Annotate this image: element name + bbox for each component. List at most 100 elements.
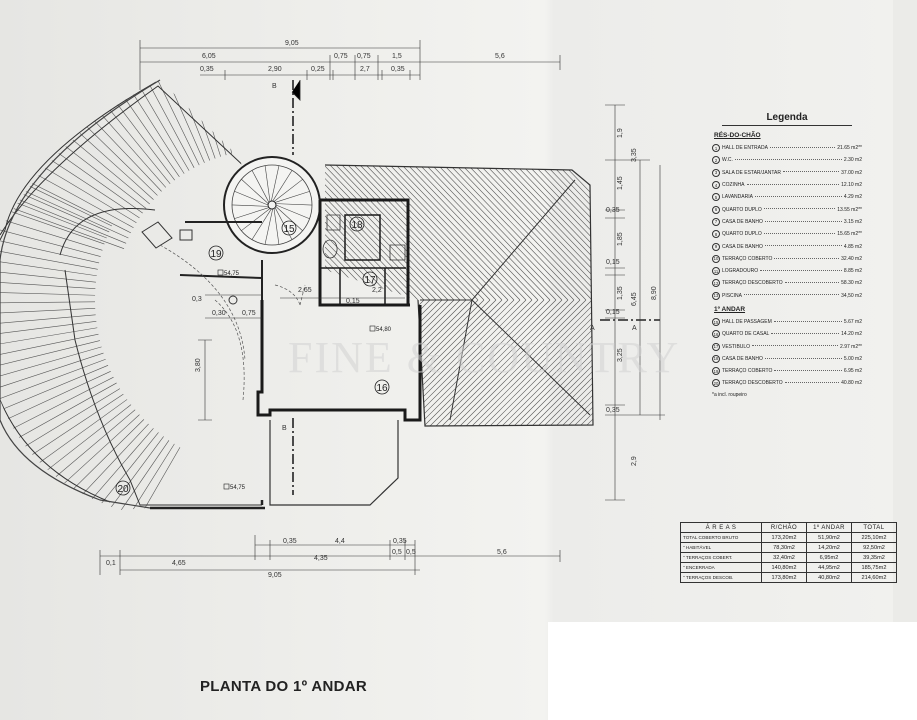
legend-leader-dots — [784, 382, 840, 384]
door-swings — [159, 244, 306, 401]
legend-item-area: 3.15 m2 — [843, 218, 862, 225]
west-terrace-edge — [0, 81, 262, 506]
areas-cell: 225,10m2 — [851, 532, 897, 543]
level-markers: 54,75 54,80 54,75 — [217, 269, 392, 491]
watermark: FINE & COUNTRY — [288, 333, 681, 382]
svg-text:20: 20 — [117, 484, 129, 495]
svg-text:0,15: 0,15 — [606, 259, 620, 266]
svg-text:0,30: 0,30 — [212, 310, 226, 317]
svg-text:5,6: 5,6 — [495, 53, 505, 60]
legend-item-name: CASA DE BANHO — [722, 355, 763, 362]
legend-item-number: 11 — [712, 267, 720, 276]
areas-cell: 78,30m2 — [761, 542, 807, 553]
svg-text:0,35: 0,35 — [606, 207, 620, 214]
room-numbers: 15 16 17 18 19 20 — [115, 216, 390, 496]
svg-text:8,90: 8,90 — [651, 286, 658, 300]
legend-item-number: 2 — [712, 156, 720, 165]
legend-item-name: HALL DE PASSAGEM — [722, 319, 772, 325]
legend-item-name: LOGRADOURO — [722, 268, 759, 275]
legend-item-area: 8.85 m2 — [843, 268, 862, 275]
areas-cell: 44,95m2 — [806, 562, 852, 573]
svg-text:15: 15 — [283, 224, 295, 235]
kitchen-corner — [141, 221, 193, 249]
legend-title: Legenda — [722, 112, 852, 126]
legend-item-name: SALA DE ESTAR/JANTAR — [722, 169, 781, 176]
svg-text:1,85: 1,85 — [617, 232, 624, 246]
svg-text:0,75: 0,75 — [242, 310, 256, 317]
areas-cell: " ENCERRADA — [680, 562, 762, 573]
svg-text:0,15: 0,15 — [346, 298, 360, 305]
svg-text:16: 16 — [376, 383, 388, 394]
legend-item-area: 2.30 m2 — [843, 157, 862, 164]
legend-leader-dots — [764, 220, 842, 222]
legend-leader-dots — [754, 196, 842, 198]
right-dimension-lines — [605, 104, 665, 501]
legend-leader-dots — [774, 257, 840, 259]
legend-item-number: 18 — [712, 354, 720, 363]
areas-header-cell: Á R E A S — [680, 522, 762, 533]
bottom-dimension-labels: 0,35 4,4 0,35 0,1 4,65 4,35 0,5 0,5 5,6 … — [106, 538, 507, 579]
room-20: 20 — [115, 480, 131, 496]
legend-leader-dots — [784, 282, 840, 284]
lower-terrace-outline — [269, 420, 399, 506]
svg-text:54,75: 54,75 — [230, 485, 246, 491]
section-mark-a: A — [590, 325, 595, 332]
room-15: 15 — [281, 220, 297, 236]
svg-text:5,6: 5,6 — [497, 549, 507, 556]
areas-cell: 173,80m2 — [761, 572, 807, 583]
interior-dimension-labels: 2,65 0,15 2,2 0,3 0,30 0,75 3,80 — [192, 287, 382, 372]
svg-text:2,90: 2,90 — [268, 66, 282, 73]
svg-text:0,35: 0,35 — [200, 66, 214, 73]
legend-item-name: QUARTO DUPLO — [722, 206, 762, 213]
svg-text:4,65: 4,65 — [172, 560, 186, 567]
terrace-railing — [150, 500, 265, 510]
legend-leader-dots — [744, 294, 840, 296]
legend-item-name: COZINHA — [722, 182, 745, 189]
legend-item-number: 20 — [712, 379, 720, 388]
legend-item-name: TERRAÇO COBERTO — [722, 368, 773, 375]
legend-item-name: PISCINA — [722, 292, 743, 299]
legend-leader-dots — [764, 357, 842, 359]
legend-item-number: 13 — [712, 291, 720, 300]
svg-text:19: 19 — [210, 249, 222, 260]
legend-item-name: VESTIBULO — [722, 343, 751, 350]
legend-item-area: 37.00 m2 — [841, 169, 862, 176]
svg-text:9,05: 9,05 — [285, 40, 299, 47]
legend-leader-dots — [763, 232, 836, 234]
legend-item-number: 3 — [712, 168, 720, 177]
legend-item-name: QUARTO DUPLO — [722, 231, 762, 238]
svg-text:0,25: 0,25 — [311, 66, 325, 73]
legend-item-area: 6.95 m2 — [843, 368, 862, 375]
legend-item-number: 6 — [712, 205, 720, 214]
legend-item-area: 5.00 m2 — [843, 355, 862, 362]
section-mark-a: A — [632, 325, 637, 332]
legend-leader-dots — [734, 159, 842, 161]
top-dimension-lines — [139, 40, 561, 90]
room-18: 18 — [349, 216, 365, 232]
west-terrace-outer — [0, 79, 161, 509]
legend-leader-dots — [769, 146, 836, 148]
legend-item-number: 15 — [712, 318, 720, 326]
svg-text:18: 18 — [351, 220, 363, 231]
level-marker: 54,80 — [369, 325, 392, 333]
legend-item-area: 13.55 m2** — [837, 206, 862, 213]
legend-item-number: 1 — [712, 144, 720, 153]
legend-item-number: 8 — [712, 230, 720, 239]
